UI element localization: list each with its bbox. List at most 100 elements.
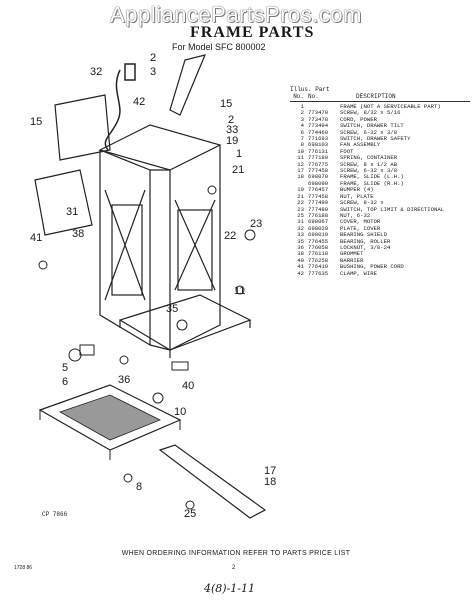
fan-assembly-drawing (38, 384, 182, 460)
callout-19: 19 (226, 135, 239, 147)
part-number: 698029 (308, 224, 329, 232)
callout-42: 42 (133, 96, 146, 108)
table-row: 11 777180 SPRING, CONTAINER (290, 154, 470, 162)
part-number: 776258 (308, 256, 329, 264)
part-number: 776455 (308, 237, 329, 245)
callout-5: 5 (62, 362, 69, 374)
part-number: 698070 (308, 173, 329, 181)
illus-number: 35 (297, 237, 304, 245)
part-number: 777458 (308, 192, 329, 200)
callout-32: 32 (90, 66, 103, 78)
part-description: GROMMET (340, 250, 364, 258)
illus-number: 32 (297, 224, 304, 232)
table-row: 18 698070 FRAME, SLIDE (L.H.) (290, 173, 470, 181)
illus-number: 38 (297, 250, 304, 258)
part-description: FAN ASSEMBLY (340, 141, 381, 149)
part-number: 776131 (308, 147, 329, 155)
illus-number: 10 (297, 147, 304, 155)
model-subtitle: For Model SFC 800002 (172, 42, 266, 52)
document-number: 1728 86 (14, 565, 33, 571)
callout-1: 1 (236, 148, 243, 160)
handwritten-note: 4(8)-1-11 (204, 582, 256, 595)
part-description: NUT, 6-32 (340, 211, 371, 219)
illus-number: 2 (300, 109, 304, 117)
illus-number: 4 (300, 122, 304, 130)
small-parts-drawing (38, 185, 256, 510)
part-description: SCREW, 6-32 x 3/8 (340, 167, 398, 175)
table-row: 7 771693 SWITCH, DRAWER SAFETY (290, 135, 470, 143)
callout-2b: 2 (228, 114, 235, 126)
part-description: CORD, POWER (340, 115, 377, 123)
part-description: SCREW, 8/32 x 5/16 (340, 109, 401, 117)
table-row: 10 776131 FOOT (290, 147, 470, 155)
illus-number: 42 (297, 269, 304, 277)
illus-number: 7 (300, 135, 304, 143)
page-title: FRAME PARTS (190, 24, 315, 41)
part-number: 698103 (308, 141, 329, 149)
callout-25: 25 (184, 508, 197, 520)
illus-number: 3 (300, 115, 304, 123)
part-description: SWITCH, DRAWER SAFETY (340, 135, 411, 143)
part-description: CLAMP, WIRE (340, 269, 377, 277)
part-number: 777180 (308, 154, 329, 162)
part-description: SCREW, 6-32 x 3/8 (340, 128, 398, 136)
part-number: 773478 (308, 115, 329, 123)
illus-number: 18 (297, 173, 304, 181)
frame-drawing (98, 124, 252, 358)
callout-10: 10 (174, 406, 187, 418)
callout-21: 21 (232, 164, 245, 176)
part-description: PLATE, COVER (340, 224, 381, 232)
part-description: LOCKNUT, 3/8-24 (340, 243, 391, 251)
illus-number: 36 (297, 243, 304, 251)
part-description: FOOT (340, 147, 354, 155)
part-number: 773494 (308, 122, 329, 130)
illus-number: 11 (297, 154, 304, 162)
illus-number: 25 (297, 211, 304, 219)
callout-35: 35 (166, 303, 179, 315)
callout-15-top: 15 (220, 98, 233, 110)
part-description: SCREW, 8-32 x (340, 199, 384, 207)
part-description: FRAME, SLIDE (L.H.) (340, 173, 404, 181)
callout-8: 8 (136, 481, 143, 493)
part-number: 777635 (308, 269, 329, 277)
part-description: FRAME, SLIDE (R.H.) (340, 179, 404, 187)
illus-number: 12 (297, 160, 304, 168)
callout-6: 6 (62, 376, 69, 388)
callout-23: 23 (250, 218, 263, 230)
watermark-text: AppliancePartsPros.com (110, 2, 362, 27)
part-number: 777458 (308, 167, 329, 175)
part-number: 774460 (308, 128, 329, 136)
motor-cover-drawing (34, 169, 93, 236)
illus-number: 6 (300, 128, 304, 136)
part-description: SWITCH, TOP LIMIT & DIRECTIONAL (340, 205, 445, 213)
callout-2: 2 (150, 52, 157, 64)
illus-number: 1 (300, 103, 304, 110)
illus-number: 31 (297, 218, 304, 226)
slide-frame-drawing (158, 444, 267, 519)
power-cord-drawing (104, 63, 136, 151)
callout-3: 3 (150, 66, 157, 78)
part-description: COVER, MOTOR (340, 218, 381, 226)
callout-41: 41 (30, 232, 43, 244)
illus-number: 17 (297, 167, 304, 175)
table-row: 42 777635 CLAMP, WIRE (290, 269, 470, 277)
part-number: 776775 (308, 160, 329, 168)
part-number: 776457 (308, 186, 329, 194)
part-description: SPRING, CONTAINER (340, 154, 398, 162)
part-number: 771693 (308, 135, 329, 143)
part-number: 698019 (308, 231, 329, 239)
ordering-footer: WHEN ORDERING INFORMATION REFER TO PARTS… (121, 550, 351, 557)
